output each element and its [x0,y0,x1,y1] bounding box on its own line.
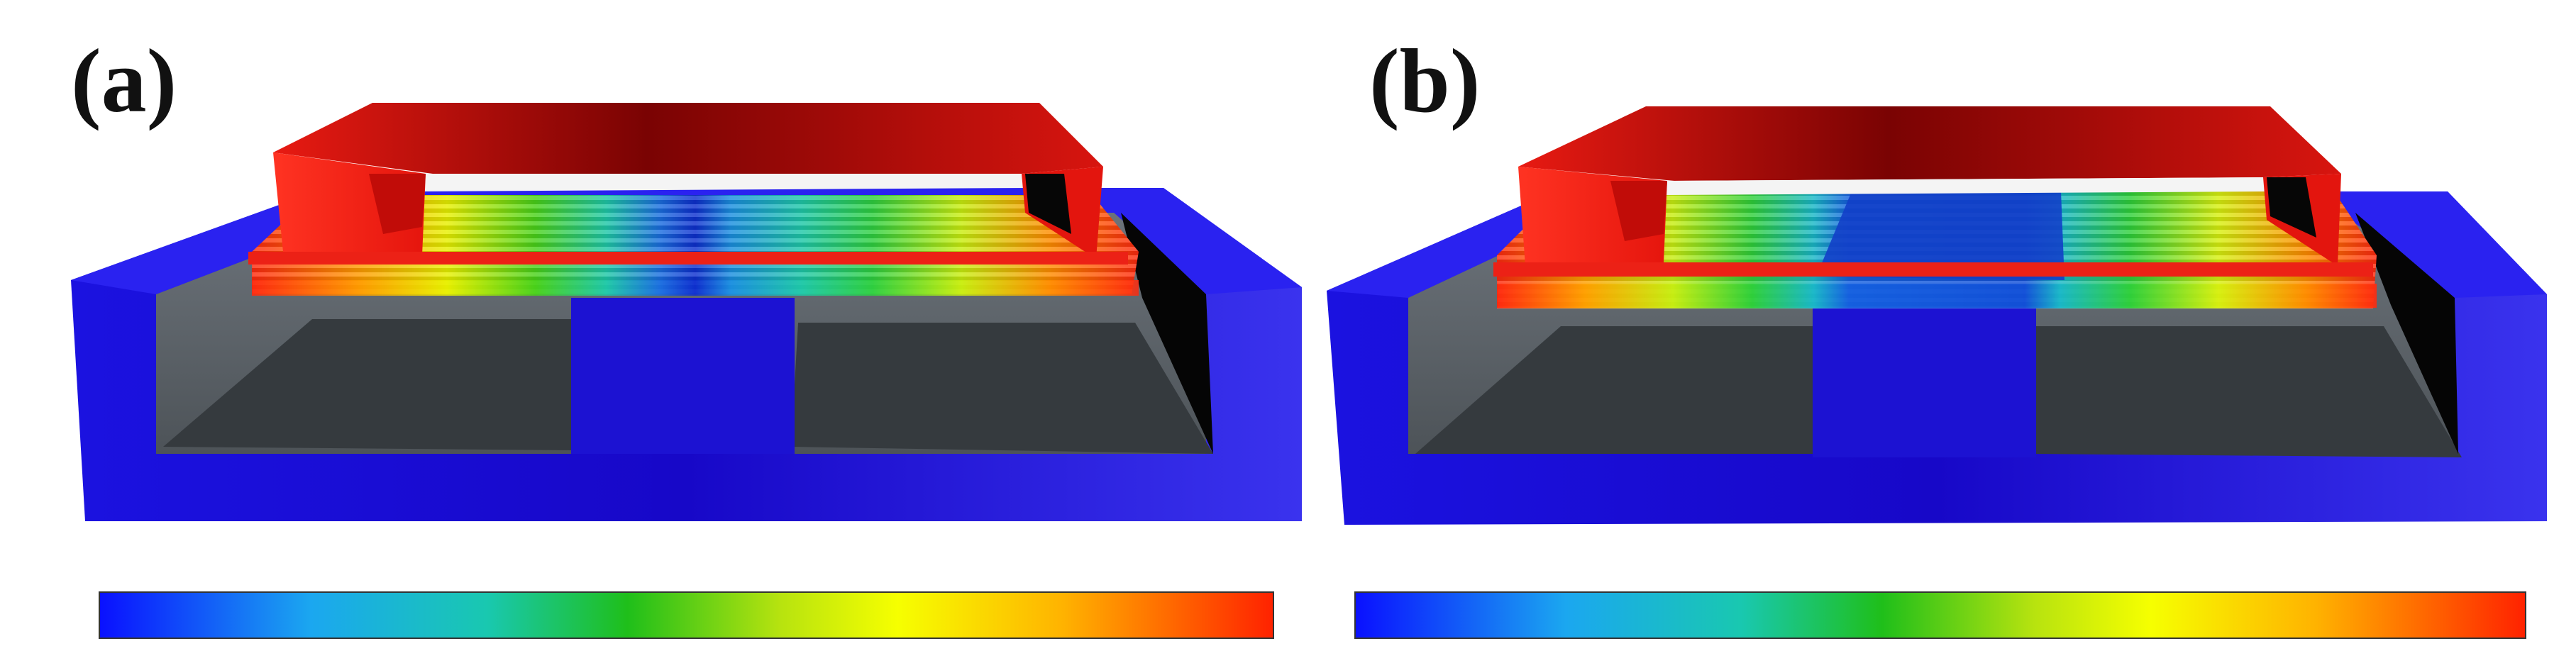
cavity-floor-left-b [1415,326,1816,454]
panel-a-structure [71,103,1302,521]
field-plate-stripes-a [252,195,1139,294]
side-wall-right-b [2355,213,2458,454]
anchor-post-a [571,298,795,454]
bridge-leg-left-inner-a [369,174,426,234]
cavity-floor-right-a [791,323,1213,454]
bridge-strip-a [248,252,1128,265]
side-wall-right-a [1121,213,1213,454]
colorbar-b [1354,591,2526,639]
bridge-gap-b [1664,177,2270,195]
bridge-top-b [1518,106,2341,181]
center-pad-b [1816,191,2064,280]
bridge-top-a [273,103,1103,174]
plate-edge-b [1497,284,2377,308]
bridge-leg-right-dark-b [2267,177,2316,238]
panel-b-structure [1327,106,2547,525]
bridge-strip-b [1493,262,2373,277]
cavity-floor-left-a [163,319,575,450]
bridge-leg-right-dark-a [1025,174,1071,234]
panel-label-b: (b) [1369,30,1481,131]
colorbar-a [99,591,1274,639]
bridge-leg-left-inner-b [1610,181,1667,241]
cavity-floor-right-b [2033,326,2462,457]
anchor-post-b [1813,305,2036,457]
plate-edge-a [252,280,1139,296]
panel-label-a: (a) [71,30,177,131]
bridge-gap-a [422,174,1029,191]
